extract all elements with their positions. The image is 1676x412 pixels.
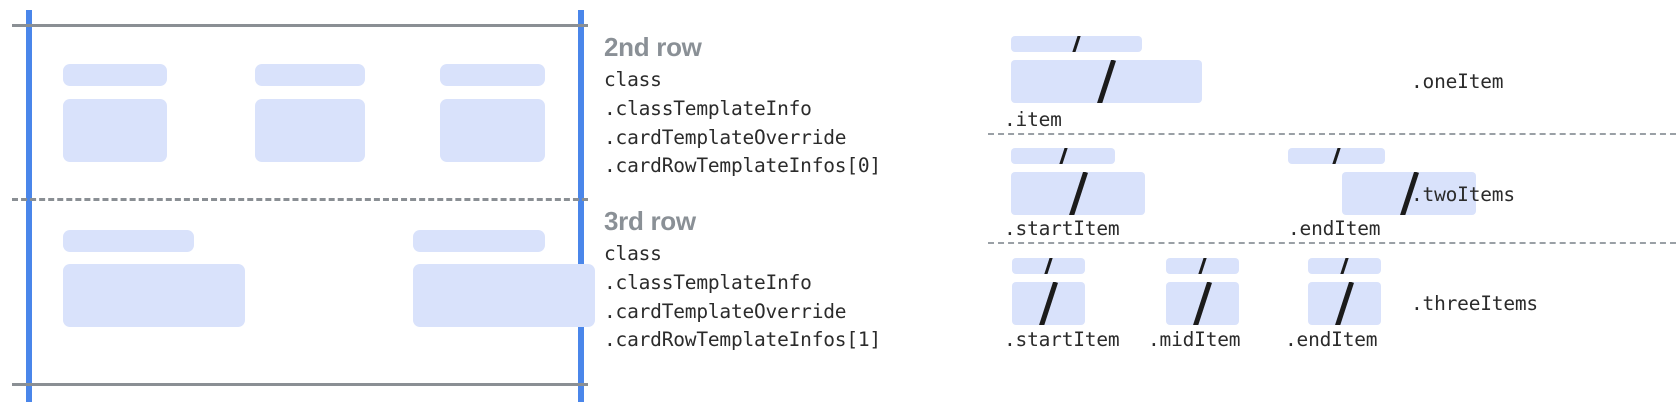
item-body-chip <box>1011 60 1202 103</box>
item-body-chip <box>1011 172 1145 215</box>
variant-side-label: .threeItems <box>1411 292 1538 315</box>
item-title-chip <box>1011 148 1115 164</box>
variant-side-label: .oneItem <box>1411 70 1504 93</box>
cell-body-placeholder <box>63 264 245 327</box>
annotation-code-line: .cardTemplateOverride <box>604 299 847 323</box>
item-body-chip <box>1342 172 1476 215</box>
bottom-rule <box>12 383 588 386</box>
item-title-chip <box>1011 36 1142 52</box>
item-label: .item <box>1004 108 1062 131</box>
item-body-chip <box>1166 282 1239 325</box>
second-row-annotation: 2nd row class .classTemplateInfo .cardTe… <box>604 32 881 181</box>
slash-icon <box>1058 148 1068 164</box>
cell-title-placeholder <box>63 230 194 252</box>
one-two-divider <box>988 133 1676 135</box>
item-title-chip <box>1012 258 1085 274</box>
annotation-heading: 2nd row <box>604 32 702 62</box>
item-title-chip <box>1166 258 1239 274</box>
cell-title-placeholder <box>440 64 545 86</box>
slash-icon <box>1339 258 1350 274</box>
annotation-code-line: class <box>604 242 662 265</box>
third-row-annotation: 3rd row class .classTemplateInfo .cardTe… <box>604 206 881 355</box>
item-label: .endItem <box>1285 328 1378 351</box>
cell-body-placeholder <box>413 264 595 327</box>
two-three-divider <box>988 242 1676 244</box>
item-title-chip <box>1308 258 1381 274</box>
left-boundary-rail <box>26 10 32 402</box>
item-body-chip <box>1308 282 1381 325</box>
slash-icon <box>1335 282 1354 325</box>
annotation-code-line: .classTemplateInfo <box>604 96 812 120</box>
cell-body-placeholder <box>63 99 167 162</box>
slash-icon <box>1193 282 1212 325</box>
right-boundary-rail <box>578 10 584 402</box>
slash-icon <box>1039 282 1058 325</box>
annotation-code-line: .cardTemplateOverride <box>604 125 847 149</box>
slash-icon <box>1043 258 1054 274</box>
annotation-code-line: .classTemplateInfo <box>604 270 812 294</box>
slash-icon <box>1197 258 1208 274</box>
slash-icon <box>1331 148 1342 164</box>
cell-title-placeholder <box>63 64 167 86</box>
annotation-code-line: .cardRowTemplateInfos[0] <box>604 154 881 178</box>
variant-side-label: .twoItems <box>1411 183 1515 206</box>
cell-title-placeholder <box>255 64 365 86</box>
row-separator-rule <box>12 198 588 201</box>
annotation-code-line: class <box>604 68 662 91</box>
cell-body-placeholder <box>255 99 365 162</box>
top-rule <box>12 24 588 27</box>
item-label: .startItem <box>1004 217 1120 240</box>
cell-body-placeholder <box>440 99 545 162</box>
item-title-chip <box>1288 148 1385 164</box>
item-label: .endItem <box>1288 217 1381 240</box>
annotation-heading: 3rd row <box>604 206 696 236</box>
slash-icon <box>1068 172 1088 215</box>
slash-icon <box>1071 36 1082 52</box>
slash-icon <box>1097 60 1116 103</box>
cell-title-placeholder <box>413 230 545 252</box>
item-label: .midItem <box>1148 328 1241 351</box>
item-body-chip <box>1012 282 1085 325</box>
item-label: .startItem <box>1004 328 1120 351</box>
annotation-code-line: .cardRowTemplateInfos[1] <box>604 328 881 352</box>
